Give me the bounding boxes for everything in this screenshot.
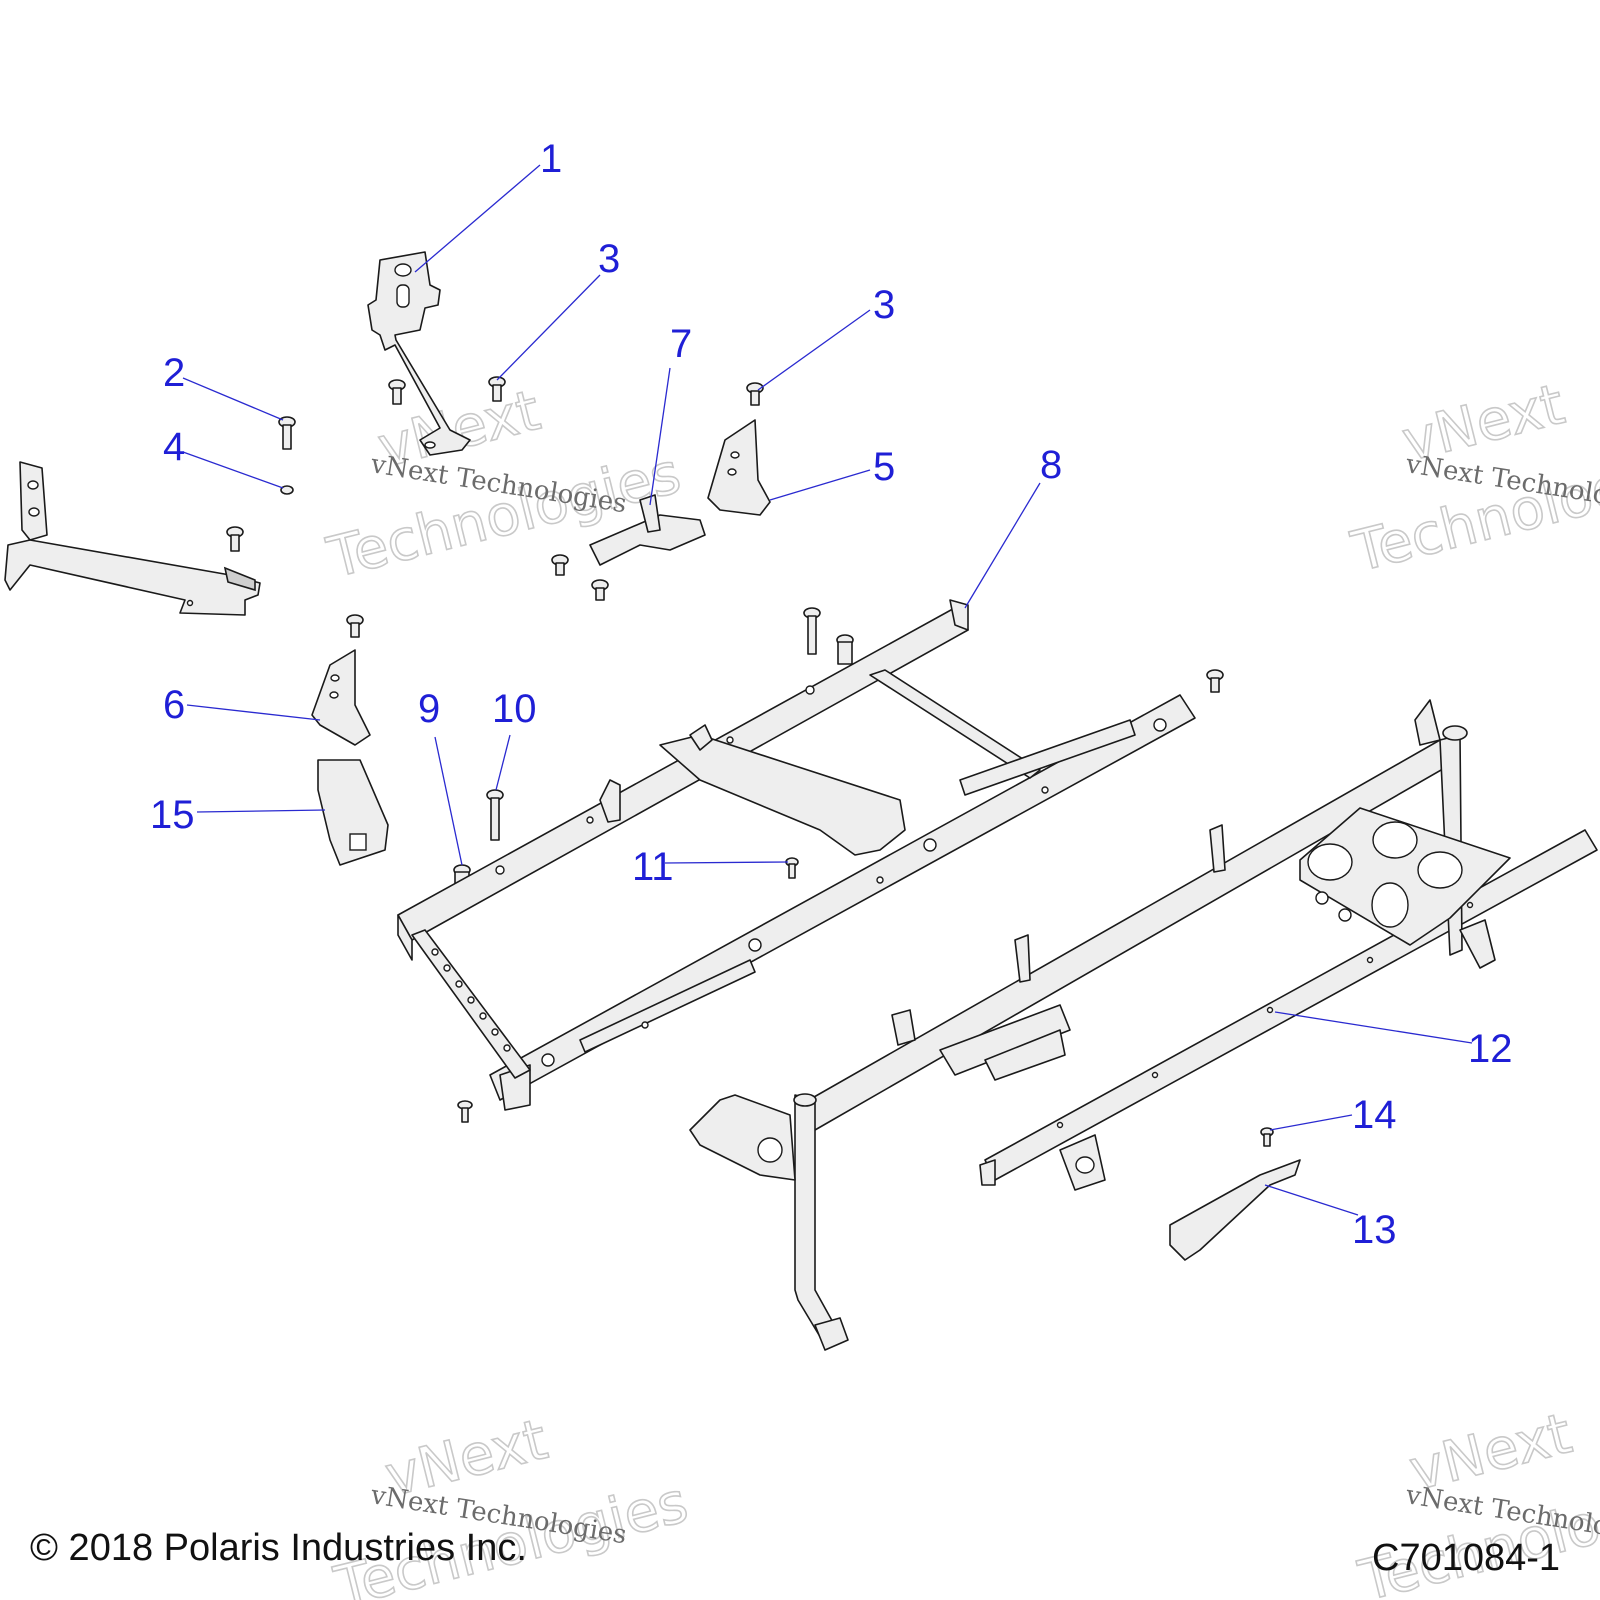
- part-2-bolt: [278, 416, 296, 450]
- bolt: [1206, 669, 1224, 693]
- part-7-hinge-plate: [589, 494, 706, 566]
- bolt: [591, 579, 609, 601]
- callout-8: 8: [1040, 443, 1062, 487]
- callout-3: 3: [598, 237, 620, 281]
- frame-holes: [495, 685, 1167, 1067]
- footer: © 2018 Polaris Industries Inc. C701084-1: [30, 1527, 1560, 1579]
- part-8-main-frame: [397, 599, 1196, 1111]
- callout-6: 6: [163, 683, 185, 727]
- watermarks: vNext Technologies vNext Technologies vN…: [320, 371, 1600, 1600]
- bolt: [388, 379, 406, 405]
- bolt: [488, 376, 506, 402]
- callout-12: 12: [1468, 1027, 1513, 1071]
- part-14-screw: [1260, 1127, 1274, 1147]
- bolt: [346, 614, 364, 638]
- part-13-support-strap: [1169, 1159, 1301, 1261]
- rear-rail-holes: [1056, 901, 1474, 1129]
- copyright-text: © 2018 Polaris Industries Inc.: [30, 1527, 527, 1569]
- part-4-nut: [280, 485, 294, 495]
- strip-perforations: [431, 948, 511, 1052]
- callout-7: 7: [670, 322, 692, 366]
- part-rear-frame-assembly: [689, 699, 1598, 1351]
- bolts-upper: [226, 376, 764, 638]
- callout-9: 9: [418, 687, 440, 731]
- callout-13: 13: [1352, 1208, 1397, 1252]
- part-1-upper-mount-bracket: [367, 251, 471, 456]
- callout-15: 15: [150, 793, 195, 837]
- callout-2: 2: [163, 351, 185, 395]
- callout-14: 14: [1352, 1093, 1397, 1137]
- part-11-screw: [785, 857, 799, 879]
- part-5-corner-bracket: [707, 419, 771, 516]
- callout-1: 1: [540, 137, 562, 181]
- callout-5: 5: [873, 445, 895, 489]
- bolt: [803, 607, 821, 655]
- callout-3-right: 3: [873, 283, 895, 327]
- part-10-bolt: [486, 789, 504, 841]
- callout-4: 4: [163, 425, 185, 469]
- callout-10: 10: [492, 687, 537, 731]
- part-left-side-bracket: [4, 461, 261, 616]
- part-6-corner-bracket: [311, 649, 371, 746]
- bolts-lower: [457, 607, 1224, 1123]
- bolt: [457, 1100, 473, 1123]
- callout-labels: 1 2 3 3 4 5 6 7 8 9 10 11 12 13 14 15: [150, 137, 1513, 1252]
- bolt: [746, 382, 764, 406]
- part-15-mount-block: [317, 759, 389, 866]
- leader-lines: [182, 164, 1473, 1216]
- bolt: [226, 526, 244, 552]
- callout-11: 11: [632, 845, 674, 889]
- bolt: [551, 554, 569, 576]
- part-code: C701084-1: [1372, 1537, 1560, 1579]
